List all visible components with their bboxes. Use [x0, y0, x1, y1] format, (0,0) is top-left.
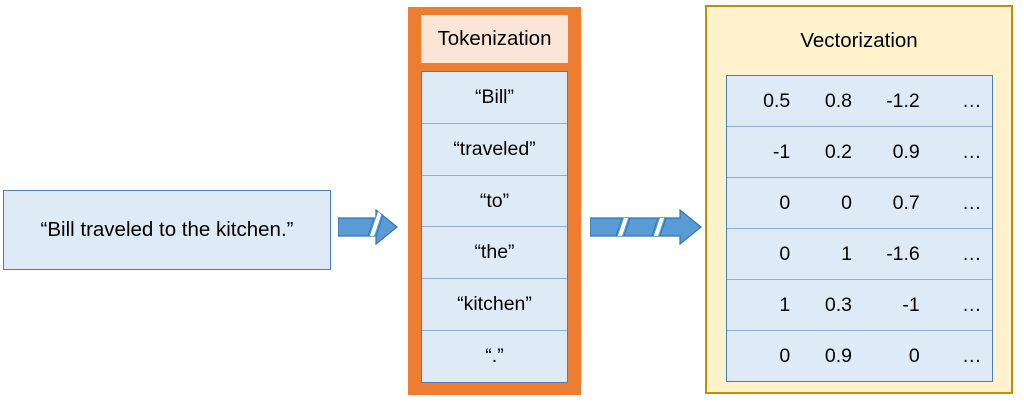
input-sentence-text: “Bill traveled to the kitchen.”	[40, 218, 294, 241]
vector-row: 0 0 0.7 …	[726, 178, 992, 229]
block-arrow-right-icon	[337, 208, 398, 246]
vector-ellipsis: …	[962, 140, 982, 163]
vector-ellipsis: …	[962, 89, 982, 112]
vector-ellipsis: …	[962, 191, 982, 214]
vector-value: 1	[841, 242, 853, 265]
vector-value: 0.9	[892, 140, 920, 163]
vector-ellipsis: …	[962, 293, 982, 316]
token-item: “traveled”	[422, 124, 567, 176]
vector-value: -1	[772, 140, 791, 163]
vector-value: 0.8	[824, 89, 853, 112]
vector-value: 0	[779, 191, 791, 214]
vector-value: 0.2	[824, 140, 853, 163]
token-list: “Bill” “traveled” “to” “the” “kitchen” “…	[421, 71, 568, 383]
vector-value: -1.6	[886, 242, 920, 265]
vector-value: 0	[779, 344, 791, 367]
vector-value: -1	[902, 293, 920, 316]
vector-value: 0.7	[892, 191, 920, 214]
vector-value: 0	[908, 344, 920, 367]
token-item: “Bill”	[422, 72, 567, 124]
token-item: “kitchen”	[422, 279, 567, 332]
vector-row: -1 0.2 0.9 …	[726, 127, 992, 178]
tokenization-title: Tokenization	[421, 15, 568, 63]
token-item: “to”	[422, 176, 567, 228]
token-item: “.”	[485, 345, 504, 368]
vectorization-title: Vectorization	[800, 29, 918, 52]
vector-value: -1.2	[886, 89, 920, 112]
vector-value: 0.5	[763, 89, 791, 112]
block-arrow-right-icon	[589, 208, 702, 246]
vector-row: 0 0.9 0 …	[727, 331, 992, 381]
vector-table: 0.5 0.8 -1.2 … -1 0.2 0.9 … 0 0 0.7 … 0 …	[725, 75, 993, 382]
vector-value: 1	[779, 293, 791, 316]
vector-value: 0	[779, 242, 791, 265]
vector-value: 0.9	[824, 344, 853, 367]
vector-row: 0 1 -1.6 …	[726, 229, 992, 280]
vector-value: 0	[841, 191, 853, 214]
vector-value: 0.3	[824, 293, 853, 316]
vector-ellipsis: …	[962, 344, 982, 367]
vectorization-panel: Vectorization 0.5 0.8 -1.2 … -1 0.2 0.9 …	[705, 5, 1013, 394]
vector-row: 0.5 0.8 -1.2 …	[726, 76, 992, 127]
tokenization-panel: Tokenization “Bill” “traveled” “to” “the…	[408, 7, 581, 395]
vector-ellipsis: …	[962, 242, 982, 265]
input-sentence-box: “Bill traveled to the kitchen.”	[3, 190, 331, 270]
vector-row: 1 0.3 -1 …	[726, 280, 992, 331]
token-item: “the”	[422, 227, 567, 280]
